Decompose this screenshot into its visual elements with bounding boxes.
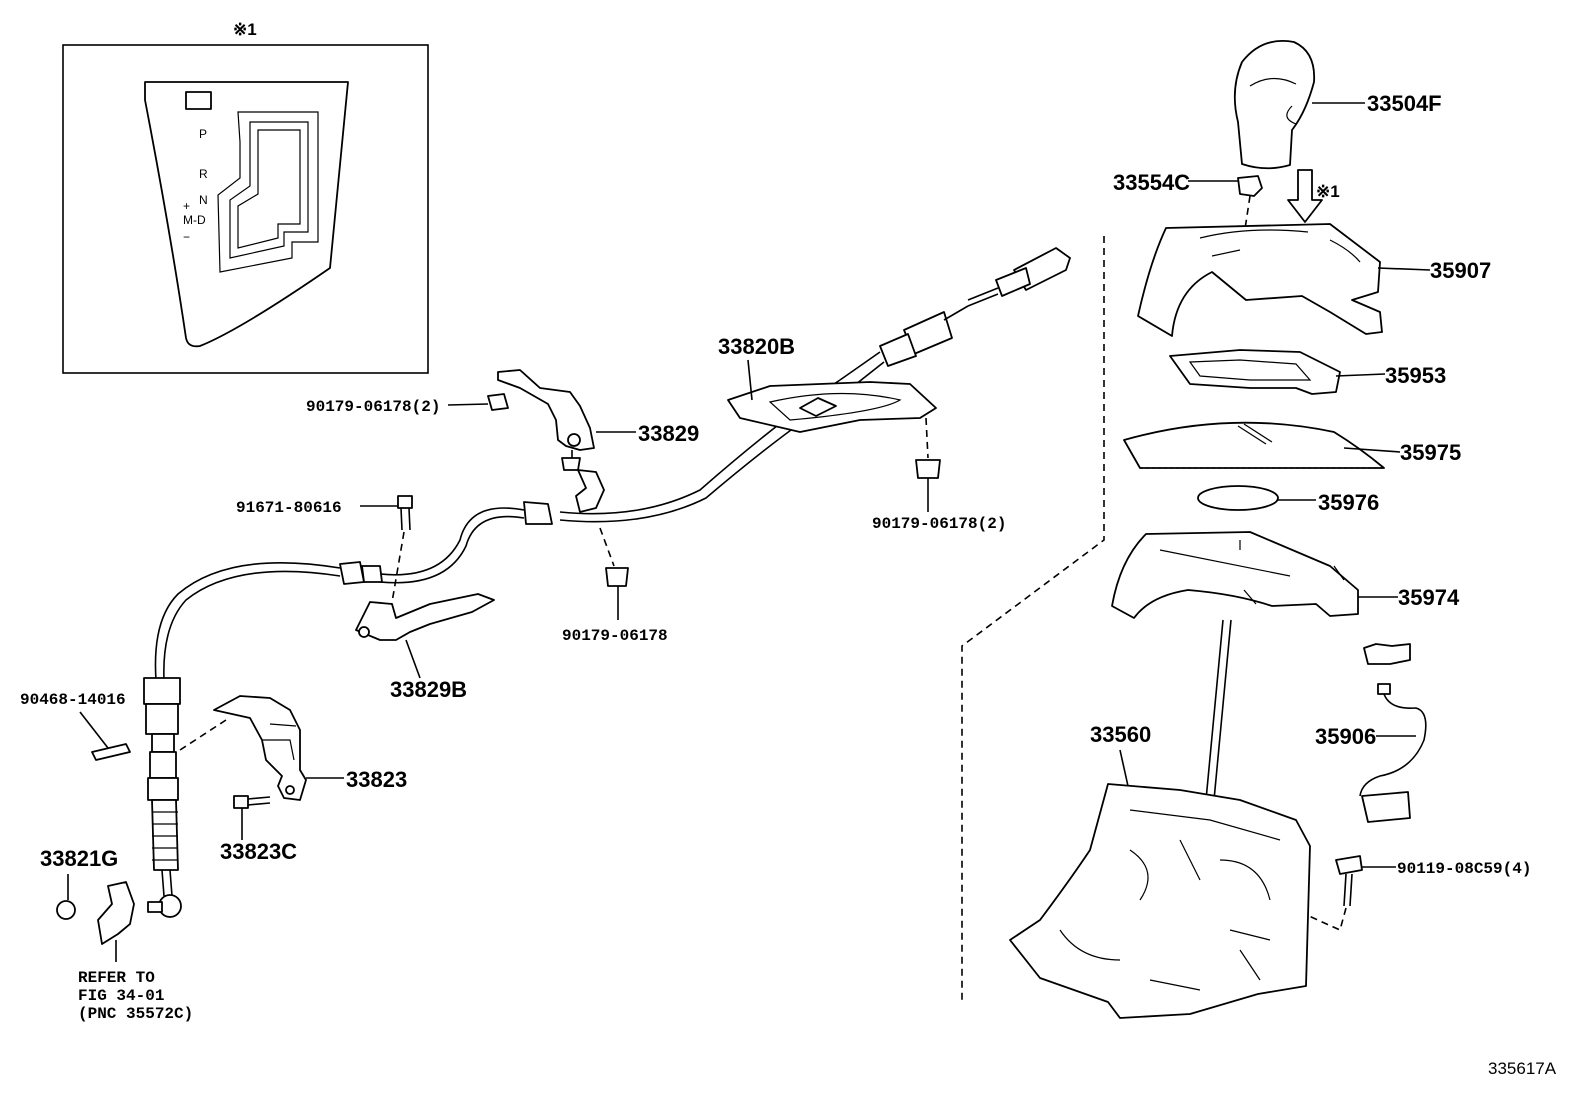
shift-knob (1233, 40, 1365, 170)
gear-md: M-D (183, 213, 206, 227)
bracket-33829 (447, 369, 636, 471)
label-33829B: 33829B (390, 677, 467, 702)
label-35975: 35975 (1400, 440, 1461, 465)
inset-frame (62, 44, 429, 374)
label-33821G: 33821G (40, 846, 118, 871)
nut-90179-mid (599, 527, 629, 620)
figure-id: 335617A (1488, 1059, 1557, 1078)
note-line-2: FIG 34-01 (78, 987, 164, 1005)
gate-inner (229, 121, 309, 259)
label-33504F: 33504F (1367, 91, 1442, 116)
label-90179-mid: 90179-06178 (562, 627, 668, 645)
shift-indicator-inset: ※1 P R N M-D + − (62, 20, 429, 374)
inset-marker: ※1 (233, 20, 257, 39)
indicator-window (185, 91, 212, 110)
label-91671: 91671-80616 (236, 499, 342, 517)
label-35906: 35906 (1315, 724, 1376, 749)
bracket-33829B (355, 593, 495, 679)
label-90179-left: 90179-06178(2) (306, 398, 440, 416)
cable-bracket-33820B (727, 359, 937, 433)
gear-p: P (199, 127, 207, 141)
label-35953: 35953 (1385, 363, 1446, 388)
label-33554C: 33554C (1113, 170, 1190, 195)
label-35907: 35907 (1430, 258, 1491, 283)
nut-90179-right (915, 417, 941, 512)
label-33560: 33560 (1090, 722, 1151, 747)
arrow-marker: ※1 (1316, 182, 1340, 201)
shift-panel (144, 81, 349, 348)
label-90119: 90119-08C59(4) (1397, 860, 1531, 878)
small-clip (1363, 643, 1411, 665)
gear-r: R (199, 167, 208, 181)
shift-plate (1169, 349, 1386, 395)
cable-clip (575, 469, 605, 513)
shifter-assembly (1009, 619, 1311, 1019)
bolt-33823C (233, 795, 271, 840)
label-35976: 35976 (1318, 490, 1379, 515)
note-line-3: (PNC 35572C) (78, 1005, 193, 1023)
shift-cable (143, 247, 1071, 918)
gate-outer (217, 111, 319, 273)
bolt-91671 (360, 495, 413, 615)
clip-90468 (79, 711, 131, 761)
clip-33554C (1188, 175, 1263, 263)
bracket-33823 (179, 695, 344, 801)
label-35974: 35974 (1398, 585, 1460, 610)
label-90179-right: 90179-06178(2) (872, 515, 1006, 533)
gear-minus: − (183, 230, 190, 244)
inner-housing (1111, 531, 1398, 619)
down-arrow-icon (1287, 169, 1323, 223)
label-33823: 33823 (346, 767, 407, 792)
label-33829: 33829 (638, 421, 699, 446)
wire-harness (1359, 683, 1427, 823)
dust-boot (1123, 421, 1401, 469)
gear-n: N (199, 193, 208, 207)
label-33823C: 33823C (220, 839, 297, 864)
note-line-1: REFER TO (78, 969, 155, 987)
console-cover (1137, 223, 1431, 337)
ring-35976 (1197, 485, 1316, 511)
reference-note: REFER TO FIG 34-01 (PNC 35572C) (78, 969, 193, 1023)
label-90468: 90468-14016 (20, 691, 126, 709)
gear-plus: + (183, 199, 190, 213)
gate-path (237, 129, 301, 249)
nut-33821G (56, 874, 135, 962)
label-33820B: 33820B (718, 334, 795, 359)
